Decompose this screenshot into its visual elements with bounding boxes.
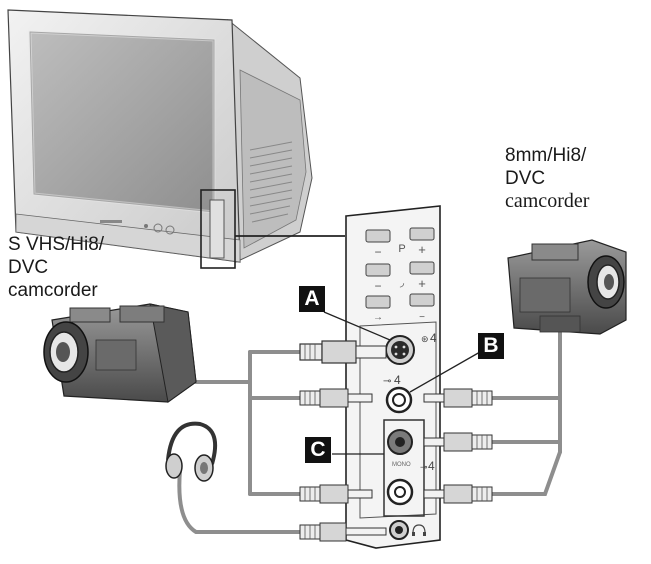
- btn-row1-mark: P: [398, 243, 405, 255]
- connector-panel: − P + − ◞ + → − ⊛ 4 ⊸ 4 M: [345, 205, 441, 549]
- audio-input-number: 4: [428, 459, 435, 473]
- callout-c: C: [305, 437, 331, 463]
- svg-text:⊸: ⊸: [420, 462, 428, 472]
- svg-text:⊛: ⊛: [421, 334, 429, 344]
- headphone-jack: [389, 520, 426, 540]
- btn-row3-left: →: [373, 312, 383, 323]
- audio-jacks: MONO ⊸ 4: [383, 419, 435, 517]
- right-camcorder-label-line1: 8mm/Hi8/: [505, 145, 587, 166]
- cables: [177, 328, 562, 534]
- left-camcorder-label-line2: DVC: [8, 257, 49, 278]
- left-camcorder-label-line1: S VHS/Hi8/: [8, 234, 105, 255]
- plugs: [299, 340, 493, 542]
- s-video-input-number: 4: [430, 331, 437, 345]
- headphones: [165, 421, 217, 482]
- callout-b: B: [478, 333, 504, 359]
- svg-text:MONO: MONO: [392, 462, 411, 468]
- btn-row1-left: −: [374, 245, 381, 259]
- svg-text:⊸: ⊸: [383, 376, 391, 387]
- video-input-number: 4: [394, 373, 401, 387]
- btn-row2-left: −: [374, 279, 381, 293]
- btn-row3-right: −: [419, 312, 425, 323]
- right-camcorder-label-line2: DVC: [505, 168, 546, 189]
- btn-row2-mark: ◞: [400, 277, 405, 289]
- leader-line-a: [323, 311, 391, 341]
- television: [7, 9, 313, 269]
- left-camcorder-label-line3: camcorder: [8, 280, 98, 301]
- btn-row2-right: +: [418, 276, 426, 291]
- left-camcorder: [43, 303, 197, 403]
- leader-line-b: [409, 351, 481, 393]
- btn-row1-right: +: [418, 242, 426, 257]
- s-video-jack: ⊛ 4: [385, 331, 437, 365]
- callout-a: A: [299, 286, 325, 312]
- right-camcorder: [507, 239, 627, 335]
- video-jack: ⊸ 4: [383, 373, 413, 414]
- right-camcorder-label-line3: camcorder: [505, 190, 590, 212]
